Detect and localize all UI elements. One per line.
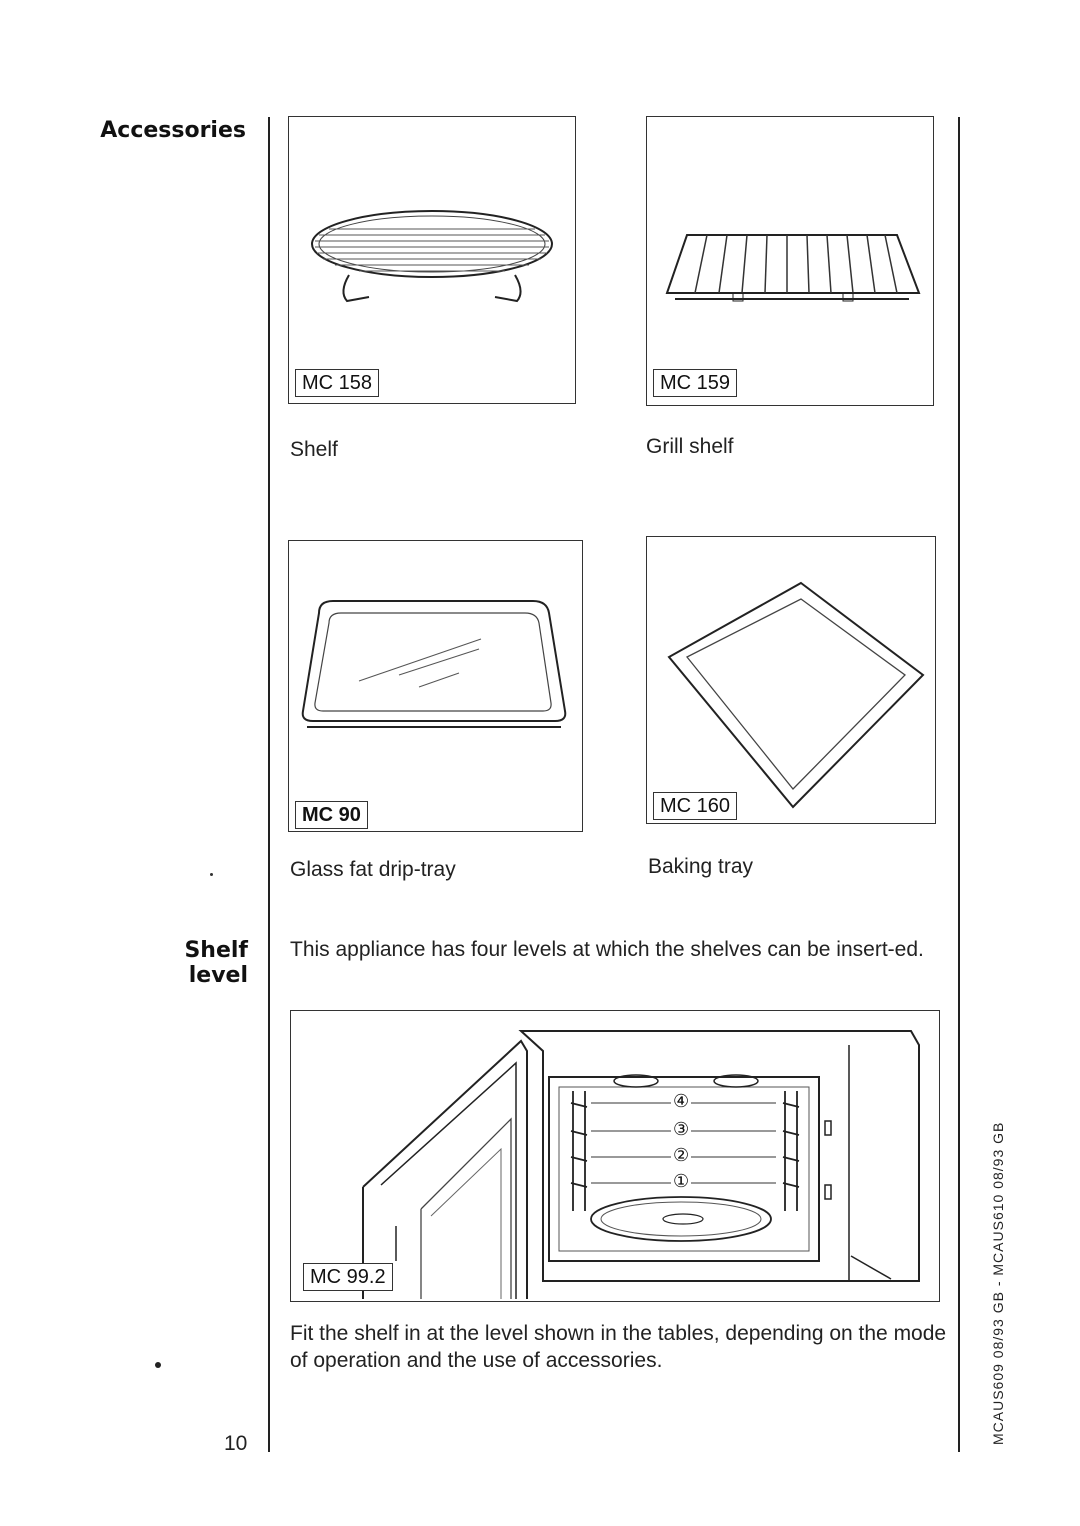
caption-baking-tray: Baking tray [648,855,754,878]
right-margin-rule [958,117,960,1452]
code-badge: MC 159 [653,369,738,397]
figure-baking-tray: MC 160 [646,536,936,824]
shelf-level-intro: This appliance has four levels at which … [290,938,924,961]
margin-dot [210,873,213,876]
level-1-marker: ① [671,1171,692,1192]
code-badge: MC 90 [295,801,368,829]
page-number: 10 [224,1432,248,1455]
drip-tray-illustration [301,600,567,728]
figure-oven-levels: ④ ③ ② ① MC 99.2 [290,1010,940,1302]
figure-glass-drip-tray: MC 90 [288,540,583,832]
shelf-level-note: Fit the shelf in at the level shown in t… [290,1322,947,1373]
code-badge: MC 158 [295,369,380,397]
round-shelf-illustration [311,210,553,303]
level-3-marker: ③ [671,1119,692,1140]
accessories-heading: Accessories [100,118,246,143]
margin-dot [155,1362,161,1368]
code-badge: MC 99.2 [303,1263,393,1291]
caption-grill-shelf: Grill shelf [646,435,734,458]
level-2-marker: ② [671,1145,692,1166]
code-badge: MC 160 [653,792,738,820]
document-code: MCAUS609 08/93 GB - MCAUS610 08/93 GB [990,1121,1006,1445]
oven-illustration [362,1030,920,1299]
level-4-marker: ④ [671,1091,692,1112]
figure-grill-shelf: MC 159 [646,116,934,406]
grill-shelf-illustration [665,234,921,302]
baking-tray-illustration [667,581,925,809]
shelf-level-heading: Shelf level [184,938,248,989]
caption-glass-drip-tray: Glass fat drip-tray [290,858,456,881]
left-margin-rule [268,117,270,1452]
caption-shelf: Shelf [290,438,338,461]
figure-shelf: MC 158 [288,116,576,404]
